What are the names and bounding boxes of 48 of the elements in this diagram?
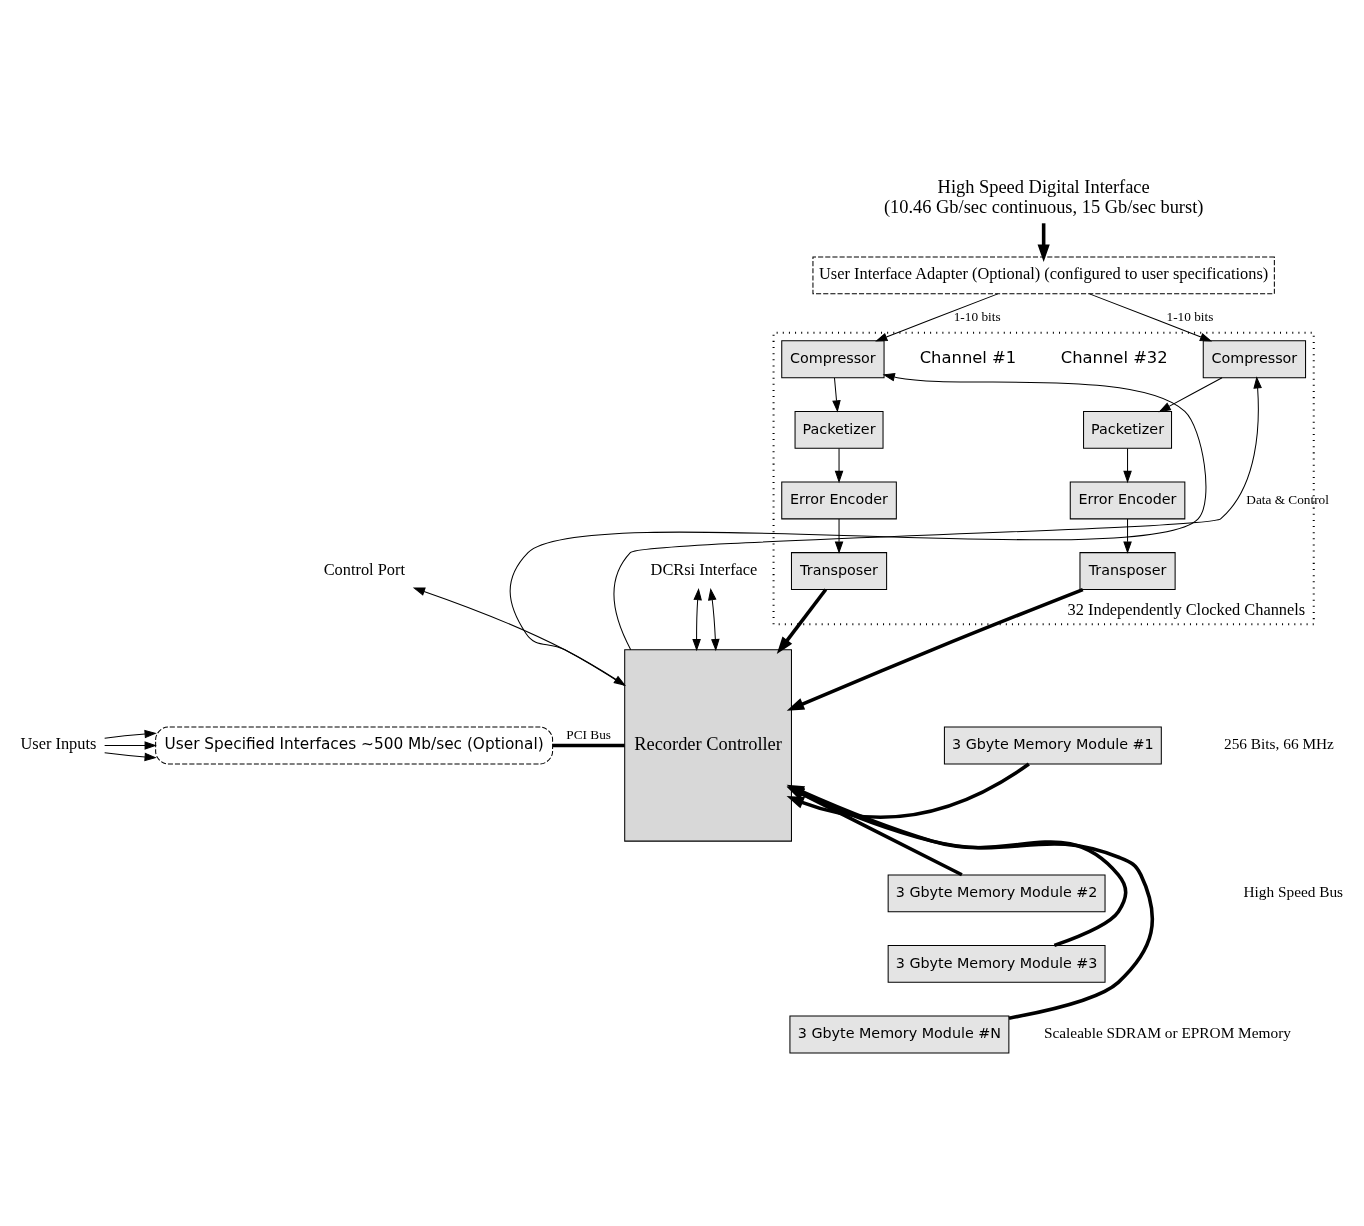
node-box: Recorder Controller: [624, 648, 792, 842]
node-box: Error Encoder: [781, 481, 897, 519]
arrow: [776, 587, 828, 654]
arrow: [1089, 292, 1213, 341]
arrow: [832, 376, 841, 413]
edge-label: 1-10 bits: [953, 308, 1001, 324]
arrow: [834, 518, 844, 554]
arrow: [1158, 376, 1223, 412]
arrow: [412, 587, 626, 686]
edge-label: Data & Control: [1246, 491, 1329, 507]
arrow: [692, 587, 702, 651]
label: Channel #1: [919, 347, 1017, 367]
arrow: [104, 740, 157, 750]
node-box: Error Encoder: [1069, 481, 1186, 519]
arrow: [104, 729, 157, 739]
edge-label: 1-10 bits: [1166, 308, 1214, 324]
node-box: Packetizer: [1083, 410, 1173, 449]
arrow: [104, 751, 157, 761]
arrow: [1123, 518, 1132, 554]
node-text: Control Port: [323, 559, 406, 579]
arrow: [613, 375, 1262, 650]
edge-label: PCI Bus: [566, 726, 611, 742]
node-box: Compressor: [1202, 339, 1307, 378]
arrow: [786, 587, 1084, 711]
node-box: Transposer: [790, 551, 888, 590]
arrow: [708, 587, 720, 651]
arrow: [1123, 447, 1132, 483]
node-text: User Inputs: [20, 733, 97, 753]
label: Scaleable SDRAM or EPROM Memory: [1043, 1023, 1291, 1041]
node-box: Packetizer: [794, 410, 884, 449]
arrow: [509, 372, 1207, 686]
label: Channel #32: [1060, 347, 1168, 367]
node-box: 3 Gbyte Memory Module #1: [943, 726, 1162, 764]
node-box: User Specified Interfaces ~500 Mb/sec (Optional): [155, 726, 554, 764]
node-box: Transposer: [1079, 551, 1176, 590]
node-box: User Interface Adapter (Optional) (configured to user specifications): [812, 255, 1275, 294]
node-box: 3 Gbyte Memory Module #3: [887, 944, 1106, 983]
node-box: 3 Gbyte Memory Module #2: [887, 873, 1106, 912]
arrow: [1037, 222, 1050, 262]
node-box: Compressor: [781, 339, 885, 378]
node-text: DCRsi Interface: [650, 559, 758, 579]
arrow: [834, 447, 844, 483]
arrow: [875, 292, 999, 341]
node-text: High Speed Digital Interface (10.46 Gb/sec continuous, 15 Gb/sec burst): [883, 176, 1204, 217]
node-box: 3 Gbyte Memory Module #N: [789, 1015, 1010, 1053]
connector: [552, 743, 625, 747]
label: High Speed Bus: [1243, 882, 1344, 900]
label: 256 Bits, 66 MHz: [1224, 734, 1334, 752]
